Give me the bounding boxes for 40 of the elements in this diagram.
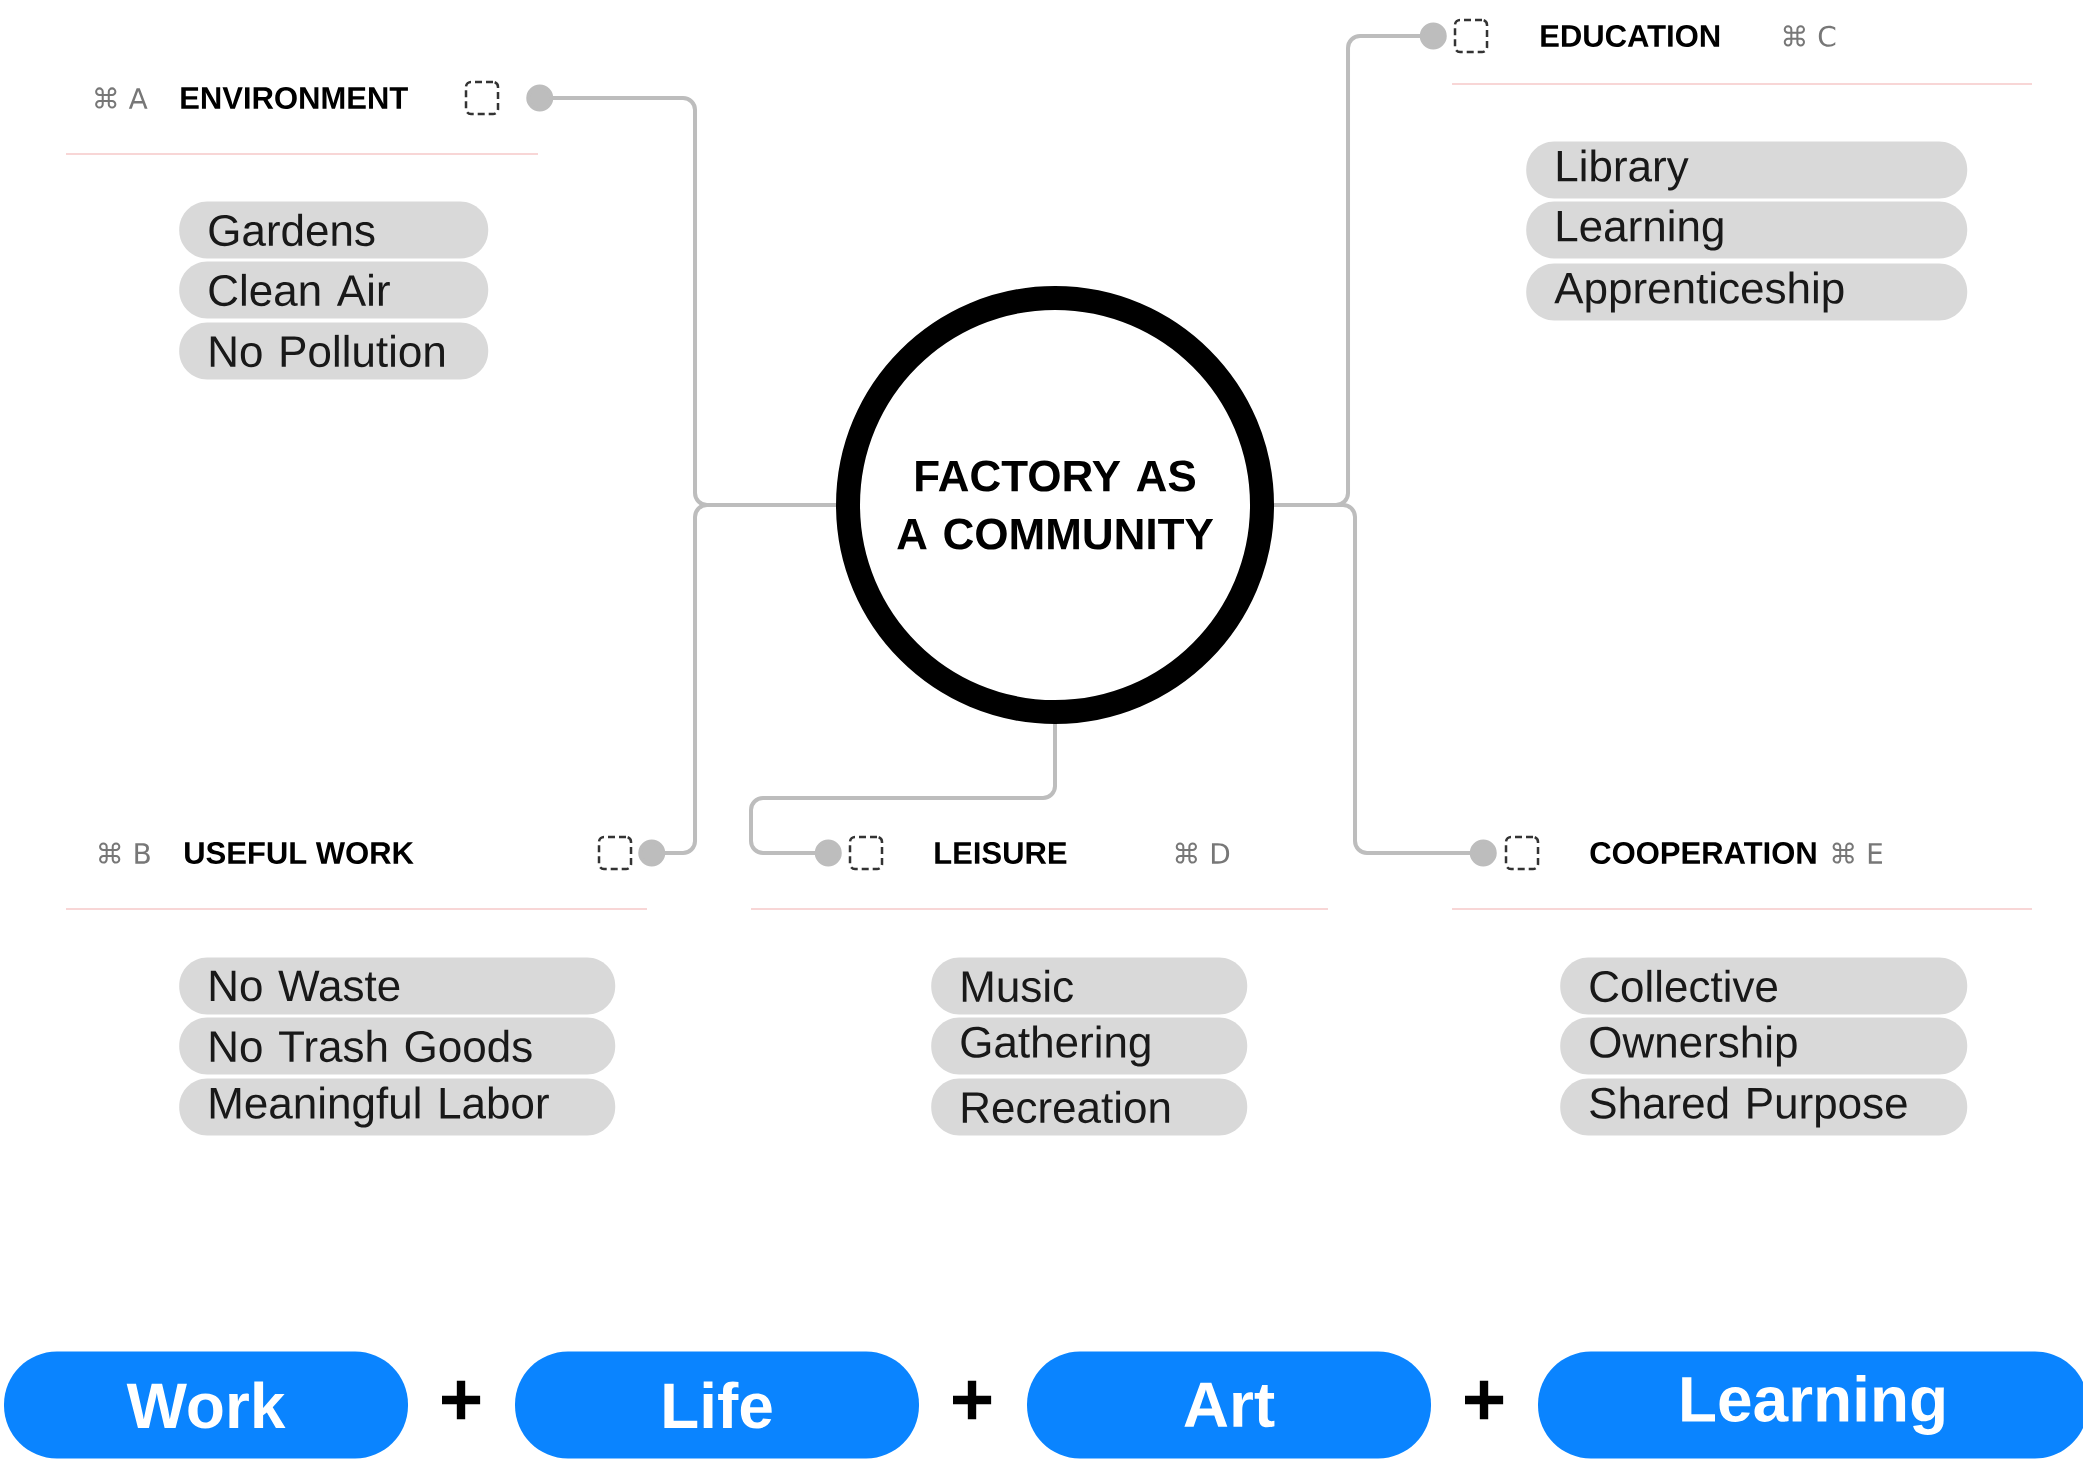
tag-pill: No Waste [179, 957, 616, 1015]
shortcut-label: ⌘ C [1783, 25, 1836, 47]
dashed-square-icon [597, 835, 633, 871]
value-pill: Work [4, 1351, 408, 1459]
tag-pill: Recreation [931, 1078, 1248, 1136]
dashed-square-icon [848, 835, 884, 871]
value-pill: Life [515, 1351, 919, 1459]
shortcut-label: ⌘ B [99, 842, 150, 864]
plus-sign: + [1465, 1380, 1504, 1420]
tag-pill: Collective [1560, 957, 1968, 1015]
value-pill: Learning [1538, 1351, 2083, 1459]
tag-pill: No Pollution [179, 322, 489, 380]
category-heading: USEFUL WORK [185, 842, 414, 864]
tag-pill: Gathering [931, 1017, 1248, 1075]
tag-pill: Music [931, 957, 1248, 1015]
dashed-square-icon [1504, 835, 1540, 871]
tag-pill: Gardens [179, 201, 489, 259]
tag-pill: No Trash Goods [179, 1017, 616, 1075]
connector [749, 724, 1057, 867]
dashed-square-icon [464, 80, 500, 116]
tag-pill: Meaningful Labor [179, 1078, 616, 1136]
tag-pill: Apprenticeship [1526, 263, 1968, 321]
tag-pill: Learning [1526, 201, 1968, 259]
category-heading: LEISURE [935, 842, 1067, 864]
category-heading: COOPERATION [1590, 842, 1816, 864]
dashed-square-icon [1453, 18, 1489, 54]
shortcut-label: ⌘ D [1175, 842, 1230, 864]
category-heading: ENVIRONMENT [181, 87, 408, 109]
tag-pill: Clean Air [179, 261, 489, 319]
category-heading: EDUCATION [1541, 25, 1720, 47]
tag-pill: Shared Purpose [1560, 1078, 1968, 1136]
value-pill: Art [1027, 1351, 1431, 1459]
tag-pill: Library [1526, 141, 1968, 199]
shortcut-label: ⌘ E [1832, 842, 1882, 864]
shortcut-label: ⌘ A [95, 87, 148, 109]
plus-sign: + [953, 1380, 992, 1420]
connector [638, 503, 836, 867]
tag-pill: Ownership [1560, 1017, 1968, 1075]
plus-sign: + [442, 1380, 481, 1420]
connector [1274, 503, 1497, 867]
